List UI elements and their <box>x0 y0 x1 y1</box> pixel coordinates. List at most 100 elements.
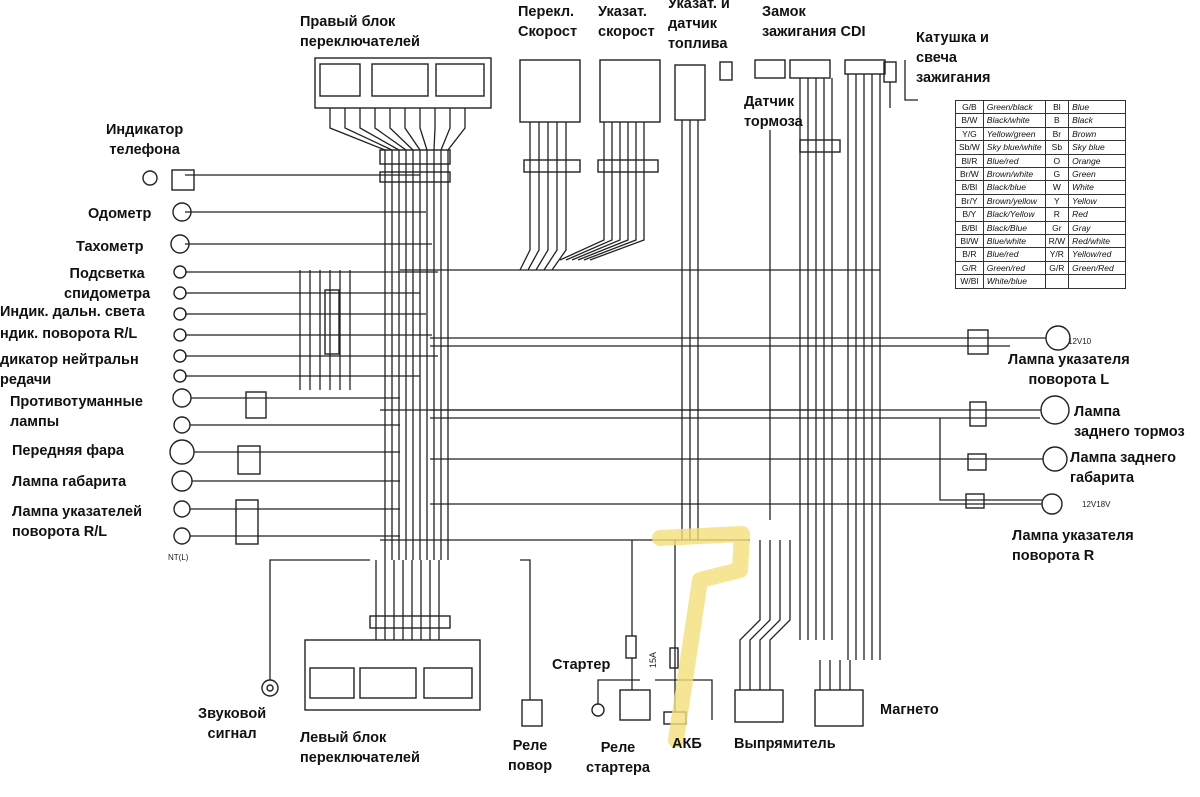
fuse-rating: 15A <box>648 652 658 668</box>
rear-lamp-icon <box>1042 446 1068 472</box>
left-switch-block-box <box>304 639 481 711</box>
wire <box>344 108 393 560</box>
legend-color-name: Blue/white <box>982 234 1046 249</box>
connector-gear <box>523 159 581 173</box>
wire <box>571 122 621 261</box>
legend-code: G <box>1044 167 1070 182</box>
legend-color-name: Black/Blue <box>982 220 1046 236</box>
legend-color-name: Black/blue <box>982 180 1046 195</box>
legend-code: B <box>1044 113 1070 128</box>
label-rectifier: Выпрямитель <box>734 736 836 752</box>
rectifier-box <box>734 689 784 723</box>
legend-color-name: Blue <box>1068 99 1127 115</box>
left-switch-grid-1 <box>309 667 355 699</box>
legend-color-name: Yellow/red <box>1068 247 1127 262</box>
label-position-lamp: Лампа габарита <box>12 474 127 490</box>
wire <box>577 122 629 261</box>
wire <box>589 122 645 261</box>
right-switch-block-box <box>314 57 492 109</box>
legend-color-name: Red/white <box>1068 234 1127 249</box>
legend-code: B/Y <box>955 207 984 222</box>
wire <box>404 108 421 560</box>
front-lamp-icon <box>173 416 191 434</box>
legend-code: W/Bl <box>955 274 984 289</box>
legend-code: Gr <box>1044 220 1070 236</box>
lamp-rating-right: 12V18V <box>1082 500 1111 509</box>
lamp-rating-left: 12V10 <box>1068 337 1092 346</box>
indicator-bulb-icon <box>173 328 187 342</box>
connector-front-turn <box>235 499 259 545</box>
legend-code: Y/R <box>1044 247 1070 262</box>
wire <box>551 122 567 271</box>
turn-relay-box <box>521 699 543 727</box>
wire <box>939 418 1042 501</box>
legend-color-name: Blue/red <box>982 247 1046 262</box>
fuel-gauge-box <box>674 64 706 121</box>
wire <box>749 540 771 690</box>
front-lamp-icon <box>171 470 193 492</box>
wire <box>419 108 428 560</box>
legend-color-name: Green/red <box>982 260 1046 276</box>
connector-fog <box>245 391 267 419</box>
magneto-box <box>814 689 864 727</box>
legend-color-name: Yellow <box>1068 193 1127 209</box>
wire <box>519 122 531 271</box>
connector-right-turn <box>965 493 985 509</box>
legend-color-name: Sky blue/white <box>982 140 1046 155</box>
wire <box>759 540 781 690</box>
ignition-lock-connector-2 <box>789 59 831 79</box>
wire <box>655 679 713 720</box>
label-high-beam-indicator: Индик. дальн. света <box>0 304 145 320</box>
front-lamp-icon <box>173 527 191 545</box>
connector-gear-indicator <box>597 159 659 173</box>
legend-color-name: Brown/yellow <box>982 193 1046 209</box>
right-switch-grid-1 <box>319 63 361 97</box>
legend-code: Sb <box>1044 140 1070 155</box>
connector-ignition <box>799 139 841 153</box>
gear-switch-box <box>519 59 581 123</box>
label-gear-indicator: Указат.скорост <box>598 4 655 40</box>
fuse-box <box>625 635 637 659</box>
rear-lamp-icon <box>1041 493 1063 515</box>
wire <box>374 108 407 560</box>
wire <box>535 122 549 271</box>
fuel-sensor <box>719 61 733 81</box>
legend-color-name: Green/Red <box>1068 260 1127 276</box>
connector-left-switch <box>369 615 451 629</box>
label-headlight: Передняя фара <box>12 443 124 459</box>
legend-code: W <box>1044 180 1070 195</box>
legend-code: R/W <box>1044 234 1070 249</box>
legend-code: O <box>1044 153 1070 169</box>
connector-right-switch-2 <box>379 171 451 183</box>
legend-code: G/R <box>955 260 984 276</box>
wire <box>597 679 640 704</box>
legend-code: Bl/W <box>955 234 984 249</box>
wire <box>447 108 466 560</box>
wire <box>527 122 540 271</box>
right-switch-grid-3 <box>435 63 485 97</box>
wire <box>329 108 386 560</box>
legend-color-name: Yellow/green <box>982 126 1046 142</box>
connector-rear-position <box>967 453 987 471</box>
wire <box>269 559 370 680</box>
legend-code: Sb/W <box>955 140 984 155</box>
legend-color-name: Sky blue <box>1068 140 1127 155</box>
rear-lamp-icon <box>1045 325 1071 351</box>
